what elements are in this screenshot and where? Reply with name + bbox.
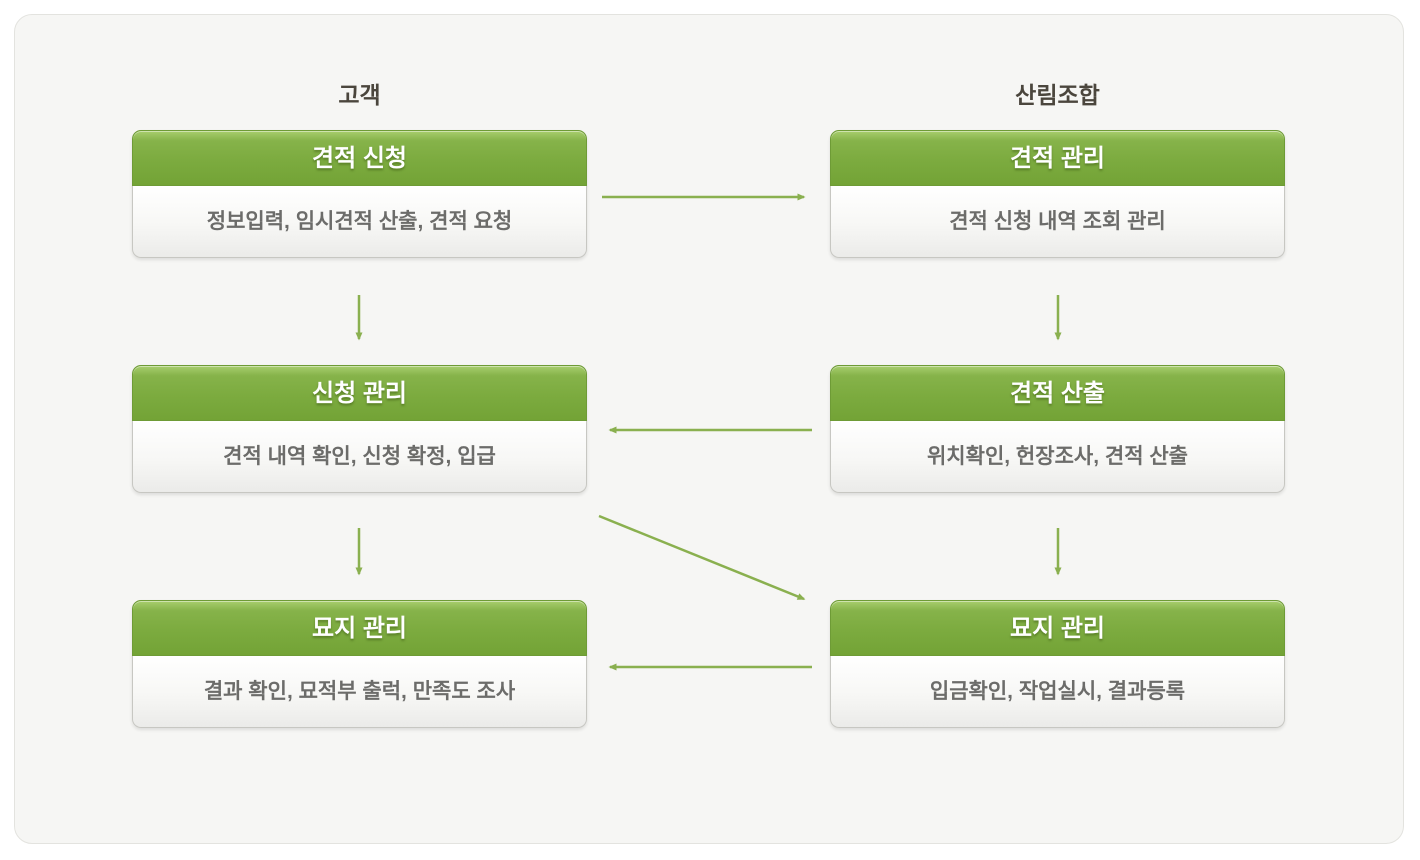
flow-box-grave-management-coop-desc: 입금확인, 작업실시, 결과등록: [830, 656, 1285, 728]
flow-box-application-management-desc: 견적 내역 확인, 신청 확정, 입급: [132, 421, 587, 493]
flow-box-grave-management-coop-title: 묘지 관리: [830, 600, 1285, 656]
flow-box-grave-management-customer-desc: 결과 확인, 묘적부 출럭, 만족도 조사: [132, 656, 587, 728]
flow-box-estimate-request: 견적 신청 정보입력, 임시견적 산출, 견적 요청: [132, 130, 587, 258]
flow-box-estimate-calculation-desc: 위치확인, 헌장조사, 견적 산출: [830, 421, 1285, 493]
flow-box-grave-management-customer-title: 묘지 관리: [132, 600, 587, 656]
column-title-forestry-coop: 산림조합: [1015, 82, 1100, 108]
flow-box-grave-management-coop: 묘지 관리 입금확인, 작업실시, 결과등록: [830, 600, 1285, 728]
flow-box-application-management: 신청 관리 견적 내역 확인, 신청 확정, 입급: [132, 365, 587, 493]
flow-box-estimate-request-title: 견적 신청: [132, 130, 587, 186]
flow-box-estimate-management-title: 견적 관리: [830, 130, 1285, 186]
flow-box-estimate-management-desc: 견적 신청 내역 조회 관리: [830, 186, 1285, 258]
flow-box-estimate-management: 견적 관리 견적 신청 내역 조회 관리: [830, 130, 1285, 258]
flow-box-application-management-title: 신청 관리: [132, 365, 587, 421]
flow-box-grave-management-customer: 묘지 관리 결과 확인, 묘적부 출럭, 만족도 조사: [132, 600, 587, 728]
flow-box-estimate-request-desc: 정보입력, 임시견적 산출, 견적 요청: [132, 186, 587, 258]
flow-box-estimate-calculation-title: 견적 산출: [830, 365, 1285, 421]
column-title-customer: 고객: [338, 82, 381, 108]
flow-box-estimate-calculation: 견적 산출 위치확인, 헌장조사, 견적 산출: [830, 365, 1285, 493]
